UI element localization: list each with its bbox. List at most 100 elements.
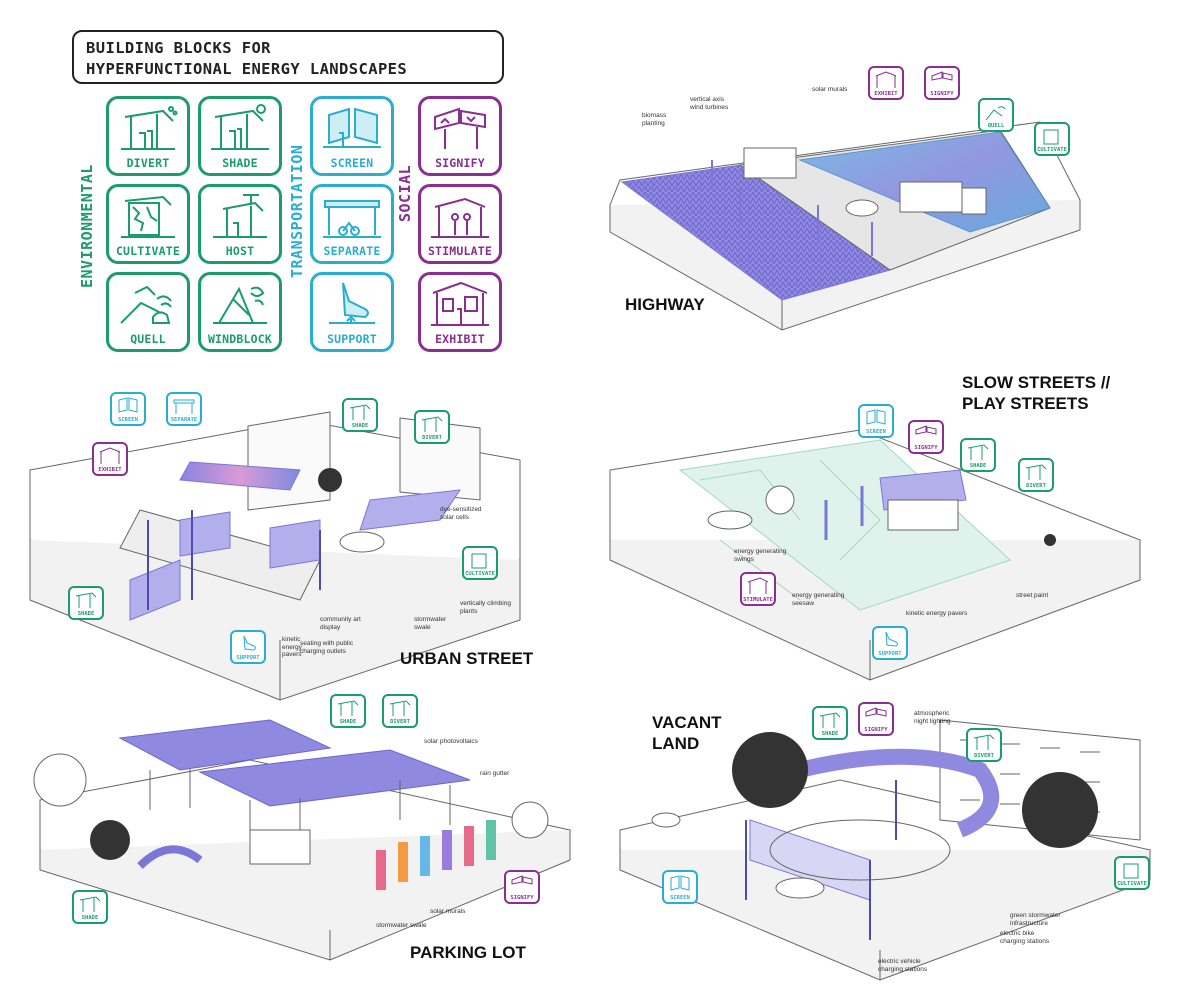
block-separate: SEPARATE	[310, 184, 394, 264]
highway-title: HIGHWAY	[625, 295, 705, 314]
block-stimulate-label: STIMULATE	[427, 244, 493, 258]
cultivate-icon	[1123, 863, 1139, 879]
parking-lot-scene	[33, 719, 572, 961]
screen-icon	[670, 875, 690, 891]
block-host-label: HOST	[225, 244, 255, 258]
block-windblock-label: WINDBLOCK	[207, 332, 273, 346]
block-cultivate: CULTIVATE	[106, 184, 190, 264]
block-screen: SCREEN	[310, 96, 394, 176]
vacant-divert-tile: DIVERT	[966, 728, 1002, 762]
divert-icon	[421, 416, 443, 432]
urban-divert-tile: DIVERT	[414, 410, 450, 444]
vacant-signify-tile: SIGNIFY	[858, 702, 894, 736]
legend-title-line-2: HYPERFUNCTIONAL ENERGY LANDSCAPES	[86, 60, 408, 78]
ann-rain-gutter: rain gutter	[480, 770, 510, 777]
vacant-screen-tile: SCREEN	[662, 870, 698, 904]
slow-screen-tile: SCREEN	[858, 404, 894, 438]
ann-parking-solar-murals: solar murals	[430, 908, 466, 915]
shade-icon	[349, 404, 371, 420]
ann-street-paint: street paint	[1016, 592, 1049, 599]
support-icon	[329, 282, 375, 324]
separate-icon	[173, 399, 195, 414]
slow-streets-title: SLOW STREETS // PLAY STREETS	[962, 372, 1110, 414]
support-icon	[243, 635, 256, 651]
legend-title: BUILDING BLOCKS FOR HYPERFUNCTIONAL ENER…	[72, 30, 504, 84]
divert-icon	[389, 700, 411, 716]
divert-icon	[121, 106, 178, 150]
screen-icon	[323, 107, 381, 148]
urban-shade-tile: SHADE	[342, 398, 378, 432]
ann-parking-swale: stormwater swale	[376, 922, 427, 929]
block-exhibit-label: EXHIBIT	[435, 332, 485, 346]
screen-icon	[118, 397, 138, 413]
highway-exhibit-tile: EXHIBIT	[868, 66, 904, 100]
slow-streets-title-line-1: SLOW STREETS //	[962, 373, 1111, 392]
block-stimulate: STIMULATE	[418, 184, 502, 264]
block-exhibit: EXHIBIT	[418, 272, 502, 352]
slow-signify-tile: SIGNIFY	[908, 420, 944, 454]
block-windblock: WINDBLOCK	[198, 272, 282, 352]
vacant-land-scene	[619, 719, 1152, 981]
signify-icon	[931, 71, 953, 81]
cultivate-icon	[121, 195, 175, 238]
block-shade: SHADE	[198, 96, 282, 176]
cultivate-icon	[471, 553, 487, 569]
vacant-land-title-line-2: LAND	[652, 734, 700, 753]
vacant-shade-tile: SHADE	[812, 706, 848, 740]
vacant-cultivate-tile: CULTIVATE	[1114, 856, 1150, 890]
urban-exhibit-tile: EXHIBIT	[92, 442, 128, 476]
ann-kinetic-pavers: kinetic energy pavers	[906, 610, 968, 617]
vacant-land-title: VACANT LAND	[652, 712, 722, 754]
slow-shade-tile: SHADE	[960, 438, 996, 472]
exhibit-icon	[875, 71, 897, 88]
block-screen-label: SCREEN	[330, 156, 374, 170]
cultivate-icon	[1043, 129, 1059, 145]
urban-separate-tile: SEPARATE	[166, 392, 202, 426]
highway-quell-tile: QUELL	[978, 98, 1014, 132]
stimulate-icon	[747, 577, 769, 594]
quell-icon	[120, 285, 172, 324]
block-signify-label: SIGNIFY	[435, 156, 485, 170]
block-signify: SIGNIFY	[418, 96, 502, 176]
separate-icon	[323, 200, 381, 238]
parking-signify-tile: SIGNIFY	[504, 870, 540, 904]
vacant-land-title-line-1: VACANT	[652, 713, 722, 732]
screen-icon	[866, 409, 886, 425]
quell-icon	[985, 106, 1006, 121]
slow-streets-title-line-2: PLAY STREETS	[962, 394, 1089, 413]
urban-cultivate-tile: CULTIVATE	[462, 546, 498, 580]
host-icon	[213, 194, 267, 238]
signify-icon	[434, 107, 486, 149]
parking-lot-title: PARKING LOT	[410, 943, 526, 962]
shade-icon	[75, 592, 97, 608]
highway-scene	[609, 121, 1081, 331]
signify-icon	[915, 425, 937, 435]
signify-icon	[511, 875, 533, 885]
shade-icon	[79, 896, 101, 912]
block-divert-label: DIVERT	[126, 156, 170, 170]
windblock-icon	[213, 286, 267, 324]
block-cultivate-label: CULTIVATE	[115, 244, 181, 258]
urban-support-tile: SUPPORT	[230, 630, 266, 664]
urban-screen-tile: SCREEN	[110, 392, 146, 426]
ann-solar-pv: solar photovoltaics	[424, 738, 478, 745]
slow-divert-tile: DIVERT	[1018, 458, 1054, 492]
shade-icon	[211, 104, 269, 150]
shade-icon	[967, 444, 989, 460]
urban-street-title: URBAN STREET	[400, 649, 534, 668]
exhibit-icon	[431, 281, 489, 326]
shade-icon	[337, 700, 359, 716]
